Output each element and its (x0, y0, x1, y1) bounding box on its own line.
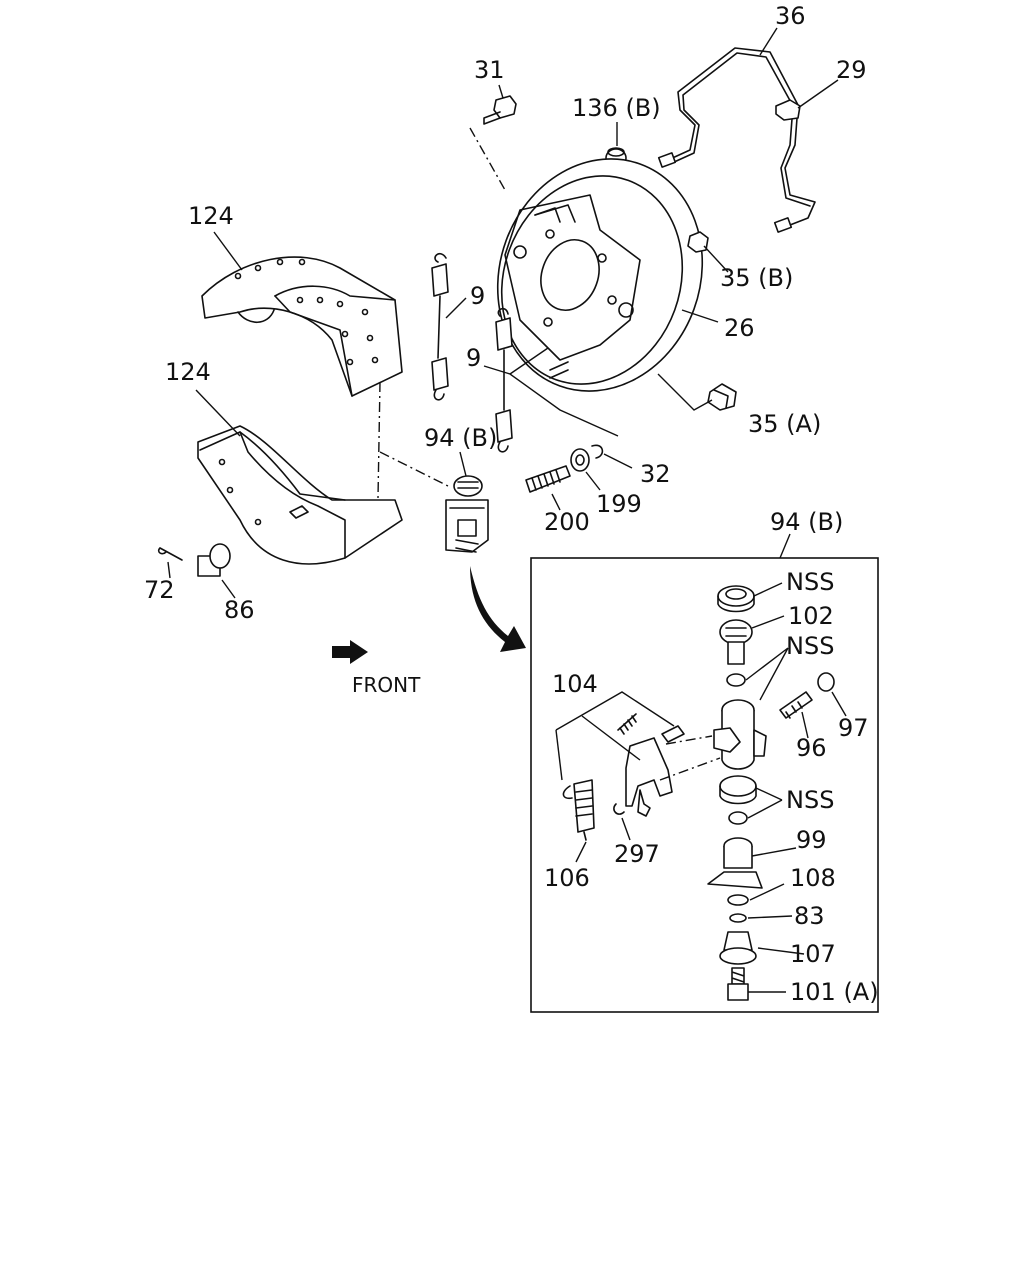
label-124-upper: 124 (188, 202, 234, 230)
label-124-lower: 124 (165, 358, 211, 386)
label-nss-top: NSS (786, 568, 834, 596)
label-26: 26 (724, 314, 755, 342)
label-199: 199 (596, 490, 642, 518)
label-297: 297 (614, 840, 660, 868)
label-83: 83 (794, 902, 825, 930)
adjuster-94b (445, 475, 489, 553)
brake-shoe-124-lower (197, 425, 403, 565)
cap-97 (817, 672, 835, 692)
bracket-assembly (625, 737, 673, 817)
shaft-99 (707, 837, 763, 889)
label-94b: 94 (B) (424, 424, 497, 452)
seal-nss-top (717, 585, 755, 613)
small-spring-104 (617, 713, 637, 735)
label-99: 99 (796, 826, 827, 854)
label-9-upper: 9 (470, 282, 485, 310)
label-front: FRONT (352, 673, 421, 697)
label-32: 32 (640, 460, 671, 488)
anchor-pin-86 (197, 543, 231, 577)
label-106: 106 (544, 864, 590, 892)
brake-shoe-124-upper (201, 256, 403, 397)
oring-nss-lower (728, 811, 748, 825)
label-nss-mid: NSS (786, 632, 834, 660)
adjuster-screw-200 (525, 465, 571, 493)
pipe-clip-29 (775, 99, 801, 121)
adjuster-body (713, 699, 767, 770)
label-102: 102 (788, 602, 834, 630)
detail-box (530, 557, 879, 1013)
detail-arrow-icon (470, 566, 526, 652)
small-pin-104 (661, 725, 685, 743)
front-arrow-icon (332, 640, 368, 664)
ring-83 (729, 913, 747, 923)
seal-nss-lower (719, 775, 757, 805)
spring-9-upper (431, 253, 449, 401)
ring-32 (591, 444, 604, 459)
bolt-31 (483, 95, 517, 125)
label-96: 96 (796, 734, 827, 762)
label-35b: 35 (B) (720, 264, 793, 292)
label-9-lower: 9 (466, 344, 481, 372)
label-86: 86 (224, 596, 255, 624)
bleeder-96 (779, 691, 813, 719)
cap-102 (719, 619, 753, 665)
label-nss-lower: NSS (786, 786, 834, 814)
label-29: 29 (836, 56, 867, 84)
return-spring-106 (562, 779, 595, 841)
label-101a: 101 (A) (790, 978, 879, 1006)
washer-108 (727, 894, 749, 906)
label-36: 36 (775, 2, 806, 30)
clip-297 (613, 803, 625, 815)
label-108: 108 (790, 864, 836, 892)
label-104: 104 (552, 670, 598, 698)
spring-9-lower (495, 307, 513, 453)
label-31: 31 (474, 56, 505, 84)
label-94b-detail: 94 (B) (770, 508, 843, 536)
cotter-pin-72 (157, 547, 183, 561)
brake-pipe-36 (657, 47, 816, 233)
bolt-101a (727, 967, 749, 1001)
label-72: 72 (144, 576, 175, 604)
label-97: 97 (838, 714, 869, 742)
label-136b: 136 (B) (572, 94, 661, 122)
clip-35b (687, 231, 709, 253)
gear-107 (719, 931, 757, 965)
oring-nss-mid (726, 673, 746, 687)
nut-199 (570, 448, 590, 472)
label-35a: 35 (A) (748, 410, 821, 438)
backing-plate-26 (496, 158, 704, 392)
grommet-35a (707, 383, 737, 411)
label-107: 107 (790, 940, 836, 968)
label-200: 200 (544, 508, 590, 536)
